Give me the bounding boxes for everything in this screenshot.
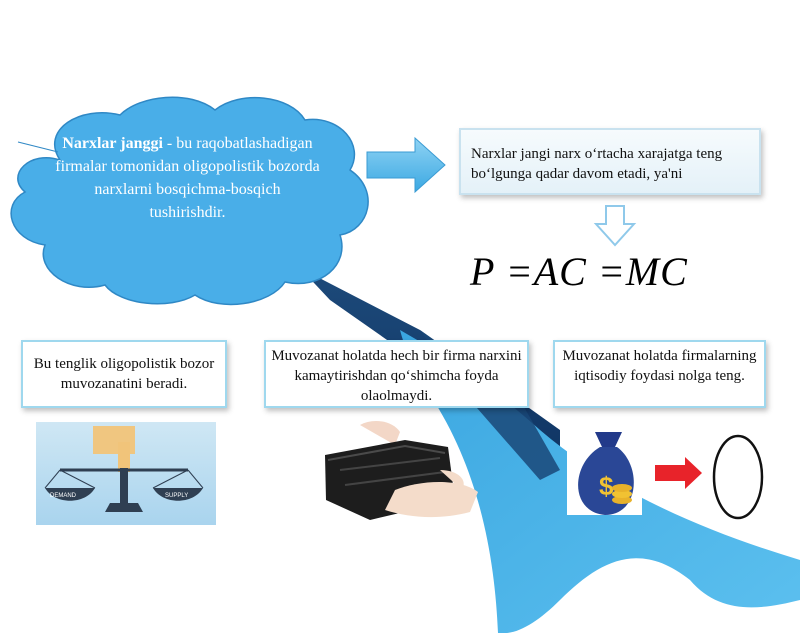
info-box-3: Muvozanat holatda firmalarning iqtisodiy… [553, 340, 766, 408]
money-bag-icon: $ [567, 425, 642, 515]
scale-icon: DEMAND SUPPLY [36, 422, 216, 525]
red-arrow-icon [655, 457, 702, 489]
info-box-3-text: Muvozanat holatda firmalarning iqtisodiy… [562, 348, 757, 384]
cloud-body: - bu raqobatlashadigan firmalar tomonida… [55, 135, 320, 221]
scale-label-demand: DEMAND [50, 493, 77, 499]
down-arrow-icon [593, 205, 637, 247]
scale-label-supply: SUPPLY [165, 493, 188, 499]
cloud-shape [10, 96, 369, 306]
info-box-1-text: Bu tenglik oligopolistik bozor muvozanat… [33, 356, 215, 392]
info-box-2: Muvozanat holatda hech bir firma narxini… [264, 340, 529, 408]
cloud-title: Narxlar janggi [62, 135, 163, 152]
top-info-text: Narxlar jangi narx o‘rtacha xarajatga te… [471, 146, 723, 182]
info-box-2-text: Muvozanat holatda hech bir firma narxini… [271, 348, 522, 404]
svg-text:$: $ [599, 471, 614, 501]
formula: P =AC =MC [470, 249, 688, 294]
cloud-definition: Narxlar janggi - bu raqobatlashadigan fi… [55, 132, 320, 224]
zero-oval-icon [712, 434, 764, 520]
top-info-box: Narxlar jangi narx o‘rtacha xarajatga te… [459, 128, 761, 195]
right-arrow-icon [366, 136, 446, 194]
wallet-icon [325, 420, 478, 520]
info-box-1: Bu tenglik oligopolistik bozor muvozanat… [21, 340, 227, 408]
